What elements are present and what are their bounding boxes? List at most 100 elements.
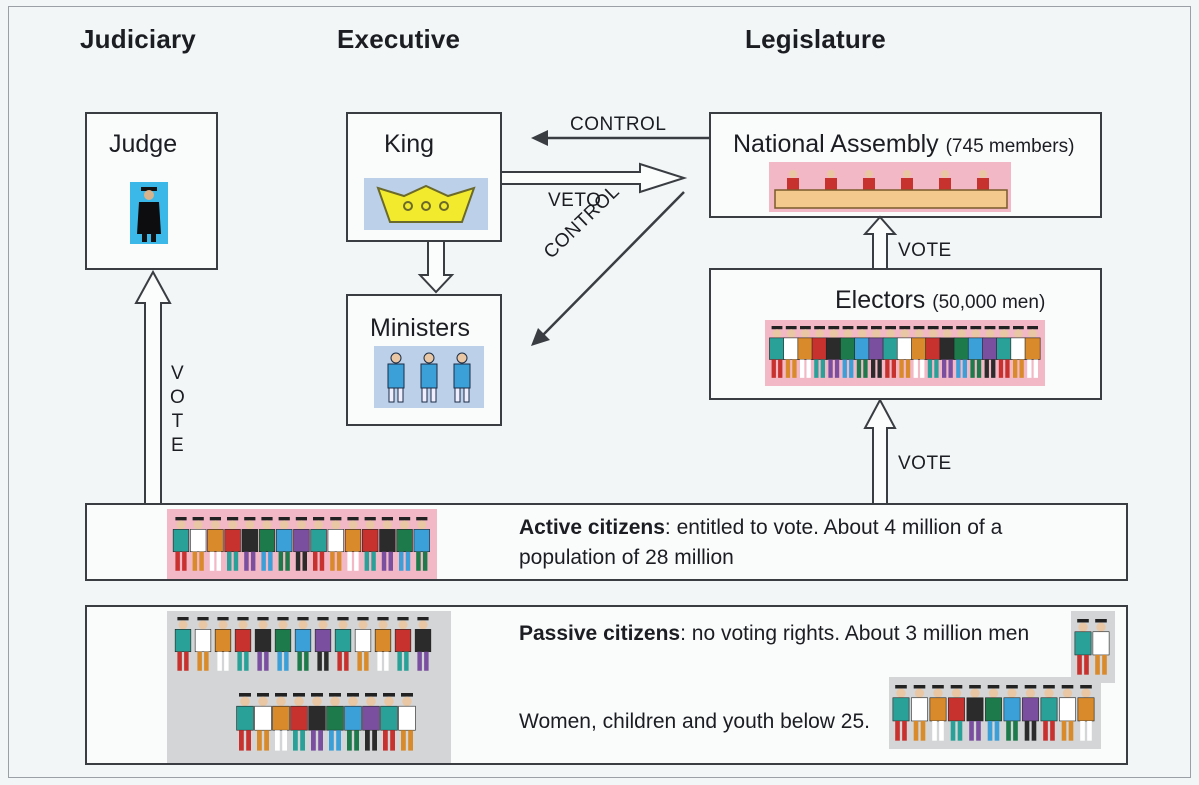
citizen-figure — [362, 693, 380, 751]
citizen-figure — [308, 693, 326, 751]
citizen-figure — [1059, 685, 1076, 741]
citizen-figure — [293, 517, 310, 571]
ministers-title: Ministers — [370, 314, 471, 342]
citizen-figure — [929, 685, 947, 741]
citizen-figure — [272, 693, 290, 751]
active-citizens-label: Active citizens — [519, 516, 665, 539]
citizen-figure — [190, 517, 207, 571]
citizen-figure — [868, 326, 885, 378]
citizen-figure — [939, 326, 956, 378]
citizen-figure — [224, 517, 241, 571]
citizen-figure — [925, 326, 942, 378]
citizen-figure — [840, 326, 856, 378]
vote-arrow-electors — [863, 397, 897, 503]
citizen-figure — [398, 693, 416, 751]
king-title: King — [384, 130, 435, 158]
citizen-figure — [374, 617, 392, 671]
electors-box: Electors (50,000 men) — [709, 268, 1102, 400]
passive-citizens-box: Passive citizens: no voting rights. Abou… — [85, 605, 1128, 765]
citizen-figure — [290, 693, 308, 751]
minister-figure — [387, 352, 471, 403]
judge-title: Judge — [109, 130, 178, 158]
citizen-figure — [234, 617, 252, 671]
active-citizens-box: Active citizens: entitled to vote. About… — [85, 503, 1128, 581]
citizen-figure — [1024, 326, 1041, 378]
ministers-box: Ministers — [346, 294, 502, 426]
citizen-figure — [254, 693, 272, 751]
judge-box: Judge — [85, 112, 218, 270]
extra-men-card — [1071, 611, 1115, 683]
active-citizens-text: Active citizens: entitled to vote. About… — [519, 516, 1003, 569]
citizen-figure — [334, 617, 352, 671]
citizen-figure — [207, 517, 224, 571]
citizen-figure — [310, 517, 327, 571]
assembly-box: National Assembly (745 members) — [709, 112, 1102, 218]
citizen-figure — [985, 685, 1002, 741]
citizen-figure — [379, 517, 396, 571]
citizen-figure — [258, 517, 276, 571]
citizen-figure — [783, 326, 800, 378]
vote-arrow-assembly — [862, 215, 898, 268]
citizen-figure — [1022, 685, 1039, 741]
citizen-figure — [396, 517, 413, 571]
veto-label: VETO — [548, 190, 602, 211]
citizen-figure — [394, 617, 412, 671]
citizen-figure — [354, 617, 372, 671]
citizen-figure — [966, 685, 984, 741]
electors-title: Electors (50,000 men) — [835, 286, 1046, 314]
vote-label-judge: V O T E — [170, 363, 186, 456]
passive-men-card — [167, 611, 451, 763]
electors-count: (50,000 men) — [932, 292, 1046, 313]
citizen-figure — [414, 617, 432, 671]
citizen-figure — [948, 685, 965, 741]
executive-heading: Executive — [337, 24, 461, 54]
citizen-figure — [344, 693, 362, 751]
citizen-figure — [194, 617, 212, 671]
citizen-figure — [769, 326, 785, 378]
citizen-figure — [326, 693, 344, 751]
citizen-figure — [1077, 685, 1095, 741]
citizen-figure — [996, 326, 1013, 378]
assembly-title: National Assembly (745 members) — [733, 130, 1075, 158]
citizen-figure — [236, 693, 254, 751]
legislature-heading: Legislature — [745, 24, 886, 54]
vote-label-assembly: VOTE — [898, 240, 952, 261]
citizen-figure — [982, 326, 998, 378]
citizen-figure — [327, 517, 344, 571]
crown-card — [364, 178, 488, 230]
control-arrow-ministers — [541, 191, 685, 337]
citizen-figure — [882, 326, 899, 378]
citizen-figure — [892, 685, 910, 741]
citizen-figure — [380, 693, 398, 751]
passive-citizens-label: Passive citizens — [519, 622, 681, 645]
citizen-figure — [911, 685, 928, 741]
citizen-figure — [825, 326, 842, 378]
citizen-figure — [274, 617, 292, 671]
judiciary-heading: Judiciary — [80, 24, 196, 54]
assembly-members: (745 members) — [945, 136, 1075, 157]
citizen-figure — [172, 517, 190, 571]
citizen-figure — [344, 517, 362, 571]
assembly-card — [769, 162, 1011, 212]
citizen-figure — [214, 617, 232, 671]
citizen-figure — [241, 517, 258, 571]
judge-figure — [130, 182, 168, 244]
citizen-figure — [413, 517, 430, 571]
diagram-frame — [8, 6, 1191, 778]
citizen-figure — [362, 517, 379, 571]
active-citizens-card — [167, 509, 437, 579]
electors-card — [765, 320, 1045, 386]
veto-arrow — [502, 162, 688, 194]
citizen-figure — [314, 617, 332, 671]
citizen-figure — [276, 517, 293, 571]
vote-arrow-judge — [134, 269, 172, 503]
women-children-card — [889, 677, 1101, 749]
citizen-figure — [254, 617, 272, 671]
ministers-card — [374, 346, 484, 408]
citizen-figure — [1040, 685, 1058, 741]
citizen-figure — [967, 326, 984, 378]
king-box: King — [346, 112, 502, 242]
citizen-figure — [854, 326, 871, 378]
citizen-figure — [174, 617, 192, 671]
